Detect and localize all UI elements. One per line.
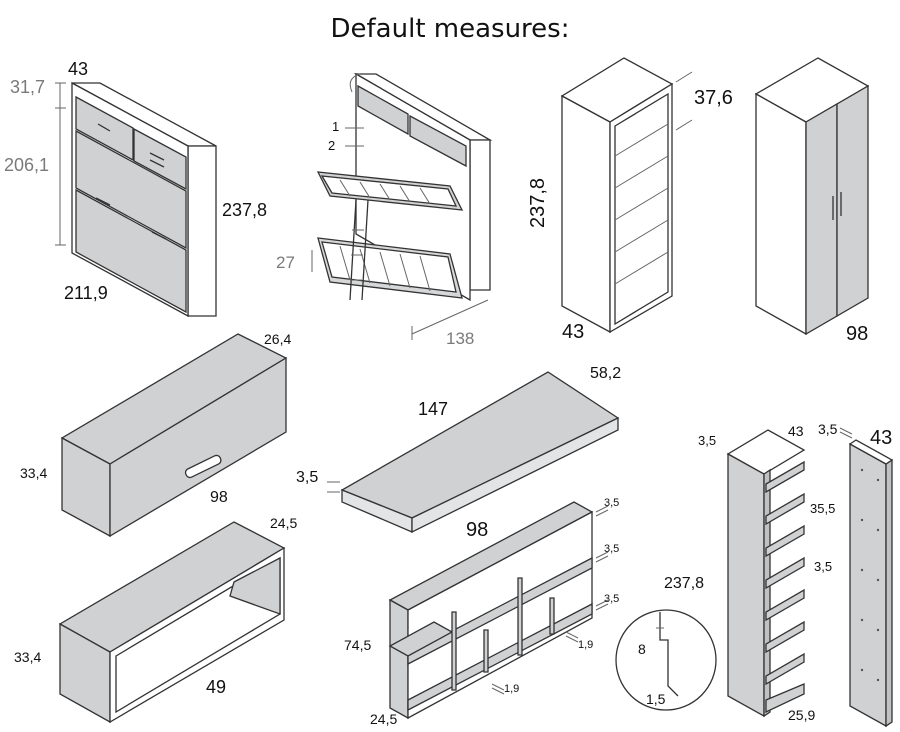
column-depth-label: 43 (788, 423, 804, 439)
wall-cabinet-depth-label: 26,4 (264, 331, 292, 347)
shelving-height-label: 237,8 (527, 177, 549, 228)
side-panel-drawing (839, 427, 894, 728)
desk-board-drawing (327, 371, 620, 534)
column-shelf-thickness-label: 3,5 (814, 559, 833, 574)
column-thickness-label: 3,5 (698, 433, 717, 448)
low-shelving-drawing (388, 501, 609, 720)
column-shelf-drawing (726, 429, 806, 718)
wardrobe-width-label: 98 (846, 323, 869, 345)
open-unit-height-label: 33,4 (14, 649, 42, 665)
low-shelf-depth-label: 24,5 (370, 711, 398, 727)
detail-circle-drawing (615, 609, 717, 711)
low-shelf-thickness-label-a: 3,5 (604, 497, 620, 509)
wall-bed-top-label: 31,7 (10, 77, 46, 97)
desk-depth-label: 58,2 (590, 365, 622, 382)
column-shelf-spacing-label: 35,5 (810, 501, 836, 516)
column-width-label: 25,9 (788, 707, 816, 723)
wall-cabinet-drawing (60, 333, 288, 538)
low-shelf-side-label-a: 1,9 (578, 639, 594, 651)
wall-bed-height-label: 206,1 (4, 155, 50, 175)
bunk-bed-drawing (311, 72, 493, 340)
wall-cabinet-width-label: 98 (210, 489, 228, 506)
low-shelf-height-label: 74,5 (344, 637, 372, 653)
detail-height-label: 8 (638, 641, 646, 657)
column-height-label: 237,8 (664, 575, 705, 592)
bunk-callout-2: 2 (328, 138, 336, 153)
side-panel-depth-label: 43 (870, 427, 893, 449)
low-shelf-side-label-b: 1,9 (504, 683, 520, 695)
low-shelf-thickness-label-c: 3,5 (604, 593, 620, 605)
bunk-depth-label: 138 (446, 329, 475, 348)
bunk-callout-1: 1 (332, 119, 340, 134)
open-unit-depth-label: 24,5 (270, 515, 298, 531)
wall-bed-width-label: 211,9 (64, 283, 108, 303)
wardrobe-drawing (754, 57, 870, 336)
wall-bed-depth-label: 43 (68, 59, 89, 79)
bunk-ladder-label: 27 (276, 253, 295, 272)
shelving-width-label: 43 (562, 321, 585, 343)
wall-cabinet-height-label: 33,4 (20, 465, 48, 481)
low-shelf-thickness-label-b: 3,5 (604, 543, 620, 555)
open-unit-width-label: 49 (206, 677, 227, 697)
desk-width-label: 147 (418, 399, 449, 419)
low-shelving-width-label: 98 (466, 519, 489, 541)
desk-thickness-label: 3,5 (296, 469, 319, 486)
shelving-depth-label: 37,6 (694, 87, 733, 109)
tall-shelving-drawing (560, 57, 693, 334)
detail-depth-label: 1,5 (646, 691, 666, 707)
wall-bed-total-height-label: 237,8 (222, 200, 268, 220)
side-panel-thickness-label: 3,5 (818, 421, 838, 437)
page-title: Default measures: (330, 14, 570, 44)
open-wall-unit-drawing (58, 521, 286, 724)
wall-bed-drawing (55, 81, 217, 318)
